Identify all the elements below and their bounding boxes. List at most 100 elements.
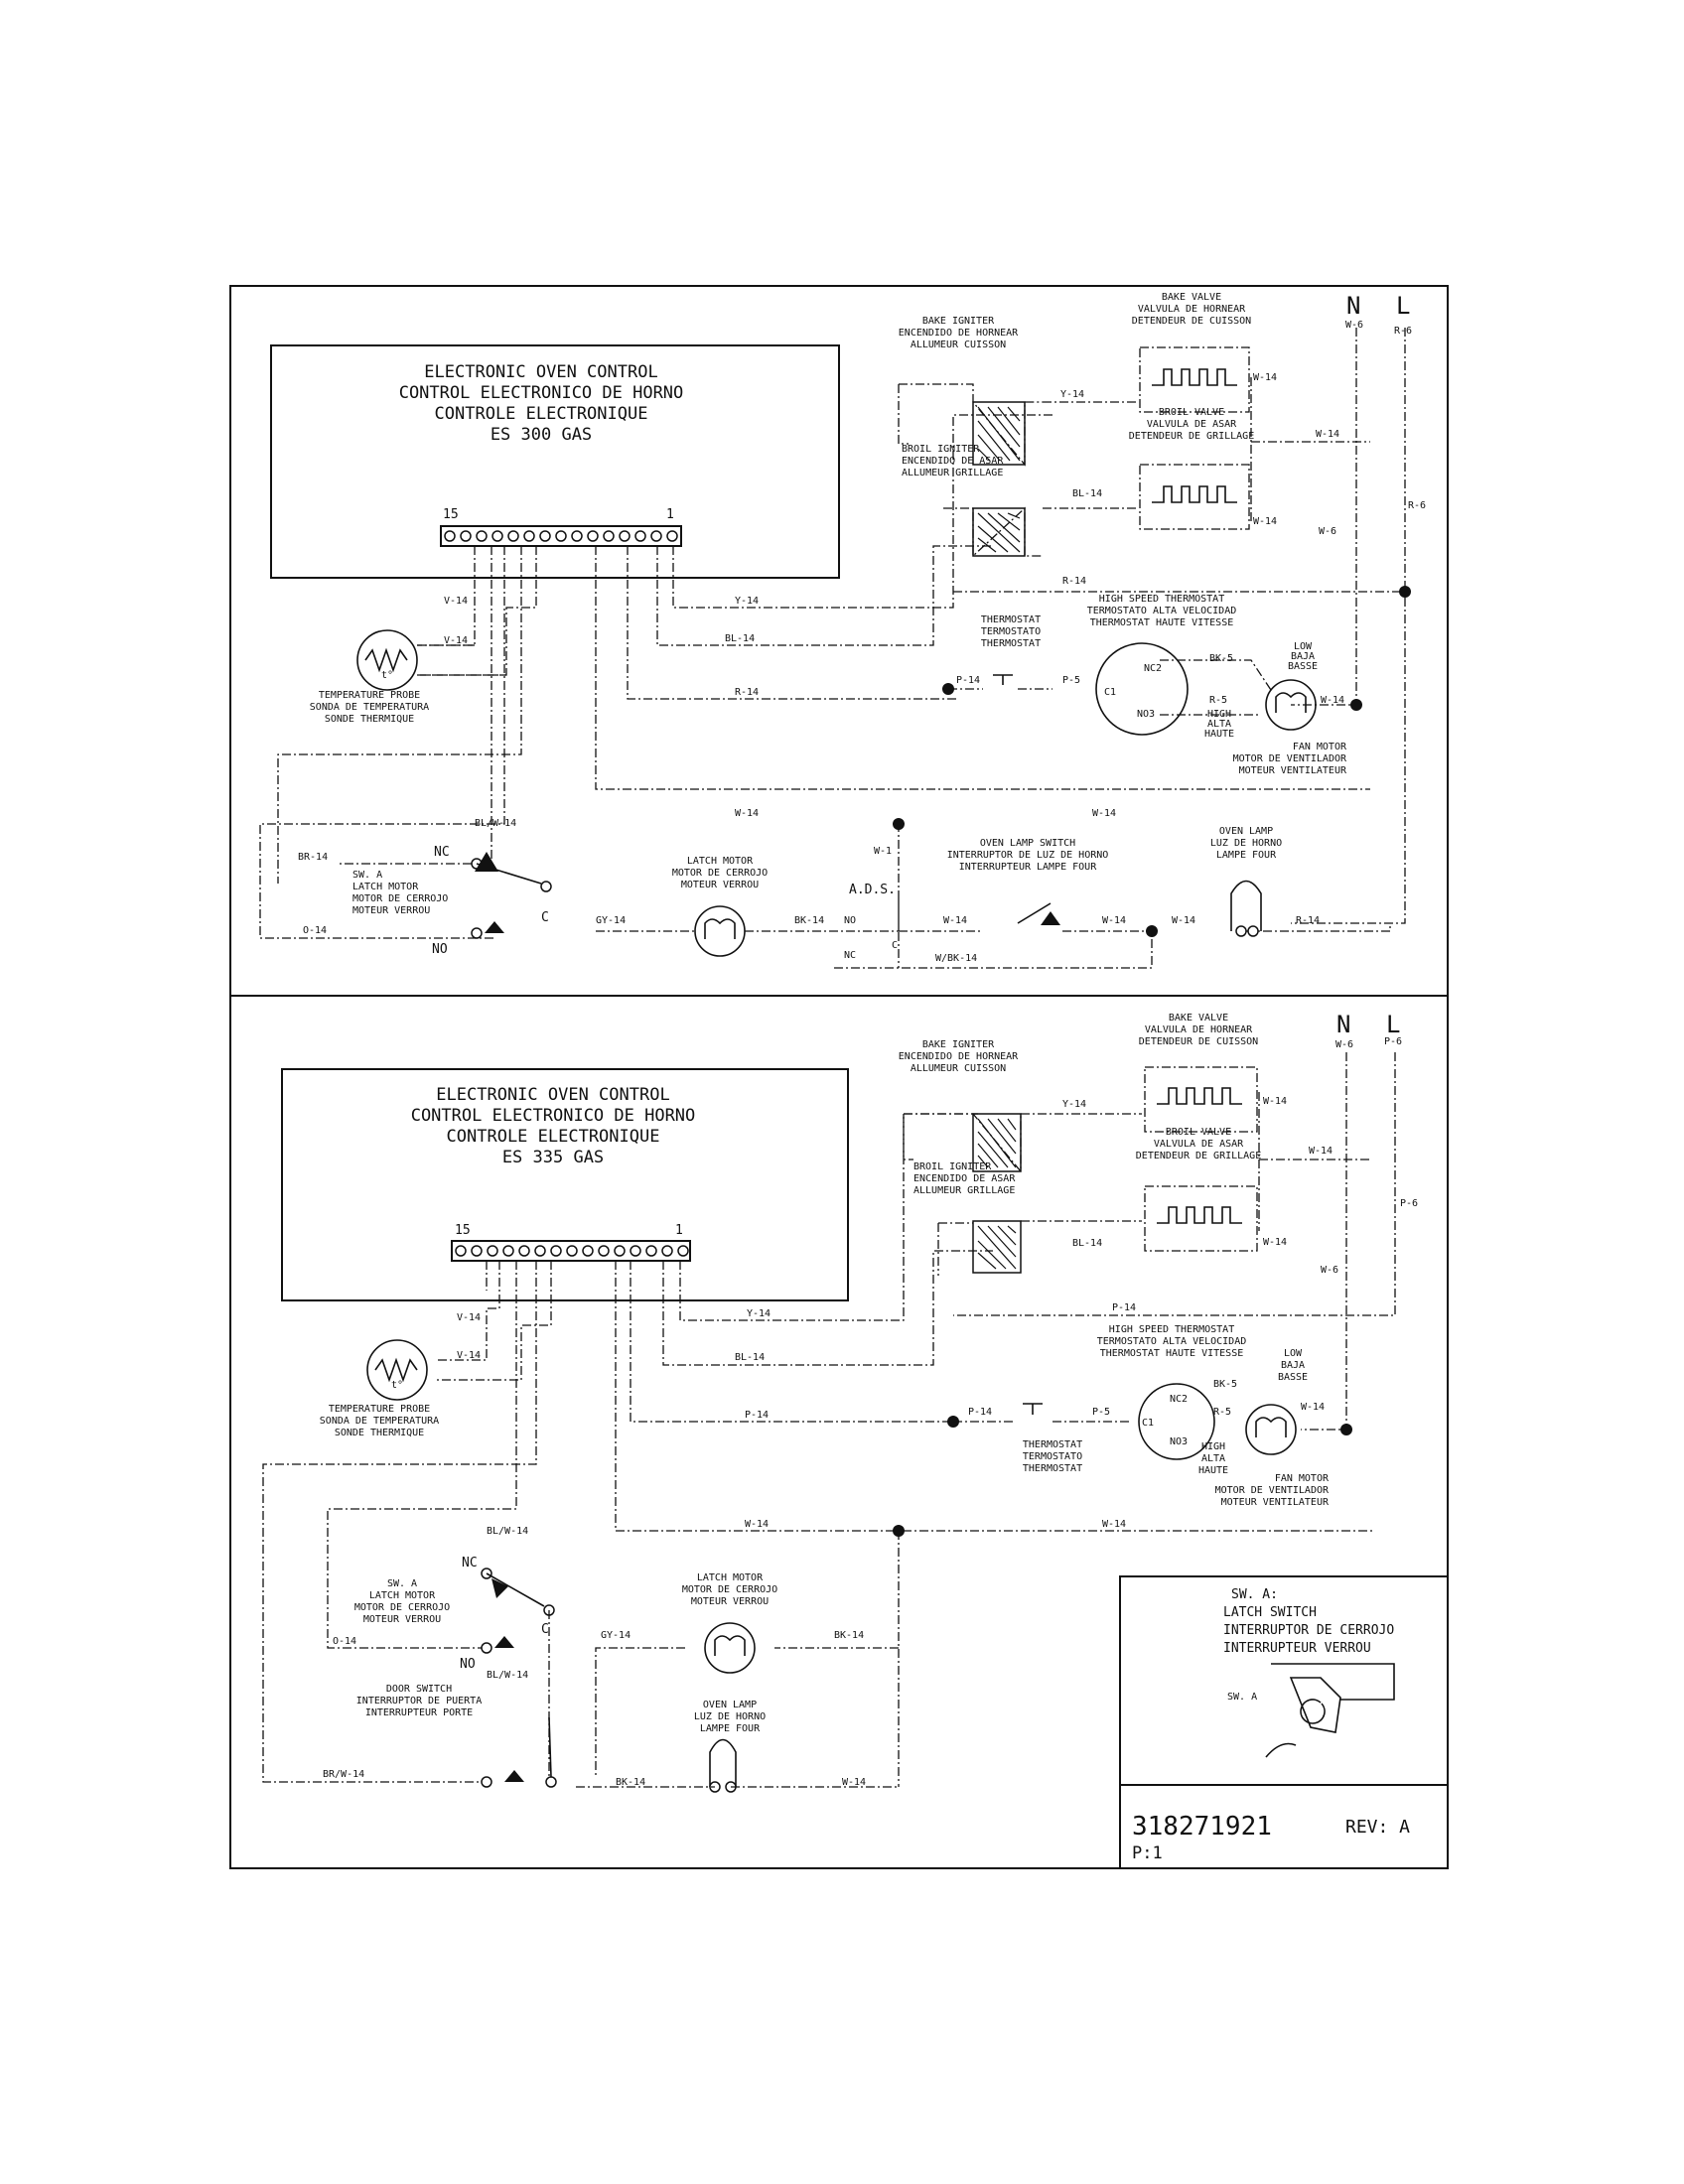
connector-pin [518,1245,530,1257]
svg-text:DETENDEUR DE CUISSON: DETENDEUR DE CUISSON [1132,316,1251,327]
upper-pin-15: 15 [443,507,459,522]
svg-text:ALTA: ALTA [1207,719,1231,730]
latch-switch-sketch-icon [1265,1663,1395,1758]
svg-text:GY-14: GY-14 [596,915,626,926]
upper-control-title-es: CONTROL ELECTRONICO DE HORNO [399,383,684,403]
svg-text:W-14: W-14 [1263,1237,1287,1248]
lower-bake-valve-icon [1144,1066,1258,1133]
upper-fan-motor-icon [1265,679,1317,731]
upper-control-box [270,344,840,579]
svg-text:BROIL IGNITER: BROIL IGNITER [913,1161,992,1172]
svg-text:INTERRUPTEUR PORTE: INTERRUPTEUR PORTE [365,1707,473,1718]
svg-text:BASSE: BASSE [1278,1372,1308,1383]
svg-text:BL-14: BL-14 [1072,488,1102,499]
svg-text:P-6: P-6 [1384,1036,1402,1047]
svg-text:W-6: W-6 [1335,1039,1353,1050]
svg-text:ENCENDIDO DE HORNEAR: ENCENDIDO DE HORNEAR [899,328,1019,339]
svg-text:DOOR SWITCH: DOOR SWITCH [386,1684,452,1695]
svg-text:BL-14: BL-14 [735,1352,765,1363]
connector-pin [603,530,615,542]
connector-pin [455,1245,467,1257]
svg-text:NO3: NO3 [1137,709,1155,720]
svg-text:NO: NO [844,915,856,926]
svg-text:Y-14: Y-14 [735,596,759,607]
lower-labels: BAKE IGNITER ENCENDIDO DE HORNEAR ALLUME… [320,1011,1418,1788]
svg-text:SONDA DE TEMPERATURA: SONDA DE TEMPERATURA [320,1416,439,1427]
upper-hs-thermostat-icon [1095,642,1189,736]
svg-text:LOW: LOW [1294,641,1313,652]
part-number: 318271921 [1132,1812,1272,1842]
svg-text:W-14: W-14 [1253,372,1277,383]
svg-text:O-14: O-14 [333,1636,356,1647]
connector-pin [614,1245,626,1257]
svg-text:W-14: W-14 [745,1519,769,1530]
svg-text:LOW: LOW [1284,1348,1303,1359]
svg-text:TERMOSTATO ALTA VELOCIDAD: TERMOSTATO ALTA VELOCIDAD [1087,606,1237,616]
svg-text:HIGH: HIGH [1207,709,1231,720]
svg-text:t°: t° [381,670,393,681]
svg-text:BK-14: BK-14 [616,1777,645,1788]
svg-text:R-14: R-14 [1062,576,1086,587]
page-number: P:1 [1132,1843,1163,1863]
lower-control-title-fr: CONTROLE ELECTRONIQUE [447,1127,660,1147]
svg-text:L: L [1386,1011,1400,1038]
svg-text:V-14: V-14 [444,635,468,646]
svg-text:NC2: NC2 [1170,1394,1188,1405]
upper-diagram: ELECTRONIC OVEN CONTROL CONTROL ELECTRON… [259,328,1411,969]
svg-text:HAUTE: HAUTE [1204,729,1234,740]
connector-pin [507,530,519,542]
svg-text:P-14: P-14 [956,675,980,686]
svg-text:R-6: R-6 [1408,500,1426,511]
svg-text:LAMPE FOUR: LAMPE FOUR [700,1723,761,1734]
connector-pin [650,530,662,542]
svg-text:SONDE THERMIQUE: SONDE THERMIQUE [335,1428,424,1438]
svg-text:SW. A: SW. A [387,1578,417,1589]
svg-text:Y-14: Y-14 [1060,389,1084,400]
lower-latch-motor-icon [704,1622,756,1674]
lower-broil-valve-icon [1144,1185,1258,1252]
upper-bake-valve-icon [1139,346,1250,413]
diagram-frame [229,285,1449,1869]
svg-text:MOTOR DE CERROJO: MOTOR DE CERROJO [682,1584,777,1595]
upper-control-model: ES 300 GAS [491,425,592,445]
svg-text:V-14: V-14 [457,1350,481,1361]
svg-text:HIGH SPEED THERMOSTAT: HIGH SPEED THERMOSTAT [1109,1324,1234,1335]
svg-text:A.D.S.: A.D.S. [849,883,896,897]
svg-text:VALVULA DE HORNEAR: VALVULA DE HORNEAR [1145,1024,1253,1035]
svg-text:V-14: V-14 [444,596,468,607]
svg-text:W-14: W-14 [943,915,967,926]
svg-text:NO: NO [432,942,448,957]
lower-diagram: ELECTRONIC OVEN CONTROL CONTROL ELECTRON… [262,1052,1396,1793]
svg-text:DETENDEUR DE GRILLAGE: DETENDEUR DE GRILLAGE [1129,431,1254,442]
svg-text:VALVULA DE ASAR: VALVULA DE ASAR [1154,1139,1244,1150]
svg-text:NO: NO [460,1657,476,1672]
upper-broil-igniter-icon [972,507,1026,557]
svg-text:t°: t° [391,1380,403,1391]
svg-text:MOTEUR VERROU: MOTEUR VERROU [691,1596,769,1607]
svg-text:MOTOR DE VENTILADOR: MOTOR DE VENTILADOR [1215,1485,1330,1496]
svg-text:LUZ DE HORNO: LUZ DE HORNO [694,1711,766,1722]
lower-temp-probe-icon [366,1339,428,1401]
svg-text:W-6: W-6 [1345,320,1363,331]
svg-text:C1: C1 [1142,1418,1154,1429]
svg-text:TERMOSTATO: TERMOSTATO [1023,1451,1082,1462]
svg-text:OVEN LAMP: OVEN LAMP [1219,826,1273,837]
svg-text:BAJA: BAJA [1281,1360,1305,1371]
svg-text:THERMOSTAT HAUTE VITESSE: THERMOSTAT HAUTE VITESSE [1100,1348,1244,1359]
legend-line-3: INTERRUPTEUR VERROU [1223,1641,1371,1656]
svg-text:MOTEUR VENTILATEUR: MOTEUR VENTILATEUR [1221,1497,1330,1508]
lower-pin-15: 15 [455,1223,471,1238]
svg-text:TEMPERATURE PROBE: TEMPERATURE PROBE [319,690,420,701]
svg-text:W-14: W-14 [1309,1146,1333,1157]
svg-text:LATCH MOTOR: LATCH MOTOR [369,1590,436,1601]
lower-control-model: ES 335 GAS [502,1148,604,1167]
svg-text:BK-14: BK-14 [794,915,824,926]
svg-text:NC: NC [462,1556,478,1570]
svg-text:L: L [1396,292,1410,320]
svg-text:ALTA: ALTA [1201,1453,1225,1464]
svg-text:MOTOR DE VENTILADOR: MOTOR DE VENTILADOR [1233,753,1347,764]
svg-text:SW. A: SW. A [352,870,382,881]
lower-control-title: ELECTRONIC OVEN CONTROL [436,1085,669,1105]
svg-text:INTERRUPTOR DE PUERTA: INTERRUPTOR DE PUERTA [356,1696,482,1706]
